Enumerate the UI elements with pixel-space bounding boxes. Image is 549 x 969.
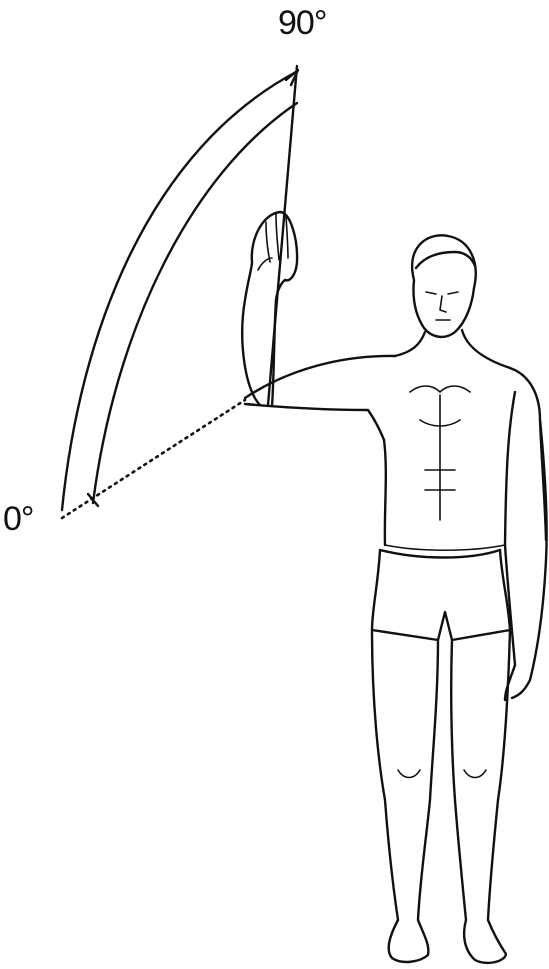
- head: [412, 235, 476, 337]
- swim-shorts: [372, 550, 510, 640]
- starting-position-line: [62, 400, 245, 518]
- torso: [384, 330, 546, 550]
- hanging-arm: [505, 420, 547, 700]
- upper-arm-bottom: [245, 404, 384, 440]
- motion-arc: [62, 70, 298, 510]
- upper-arm-top: [245, 356, 395, 398]
- end-position-line: [268, 66, 297, 405]
- legs: [372, 630, 510, 963]
